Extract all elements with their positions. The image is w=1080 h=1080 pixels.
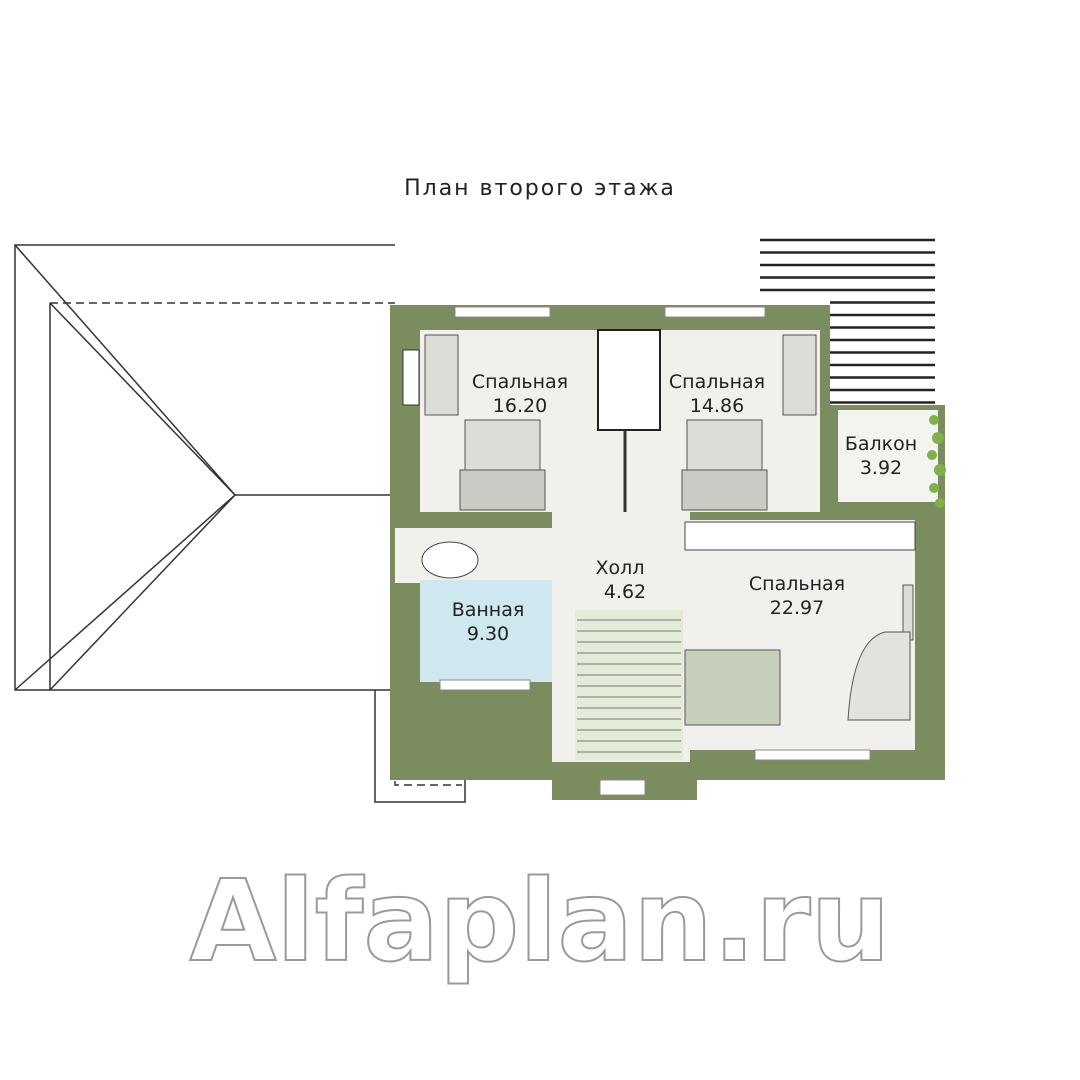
room-bathroom — [420, 580, 552, 682]
room-name-bedroom-2: Спальная — [669, 371, 765, 393]
watermark: Alfaplan.ru — [190, 857, 891, 987]
room-area-bedroom-1: 16.20 — [493, 395, 547, 417]
room-area-bathroom: 9.30 — [467, 623, 509, 645]
room-name-hall: Холл — [596, 557, 645, 579]
room-name-bathroom: Ванная — [452, 599, 525, 621]
stair-steps — [577, 619, 681, 753]
terrace-deck — [760, 238, 935, 404]
room-balcony — [838, 410, 938, 502]
room-name-bedroom-1: Спальная — [472, 371, 568, 393]
room-area-hall: 4.62 — [604, 581, 646, 603]
staircase — [575, 610, 683, 760]
roof-outline — [14, 244, 466, 803]
room-name-balcony: Балкон — [845, 433, 917, 455]
room-area-bedroom-2: 14.86 — [690, 395, 744, 417]
room-area-master-bedroom: 22.97 — [770, 597, 824, 619]
room-name-master-bedroom: Спальная — [749, 573, 845, 595]
plant-icon — [927, 415, 946, 508]
furniture — [402, 329, 916, 726]
plan-title: План второго этажа — [404, 176, 676, 201]
room-area-balcony: 3.92 — [860, 457, 902, 479]
